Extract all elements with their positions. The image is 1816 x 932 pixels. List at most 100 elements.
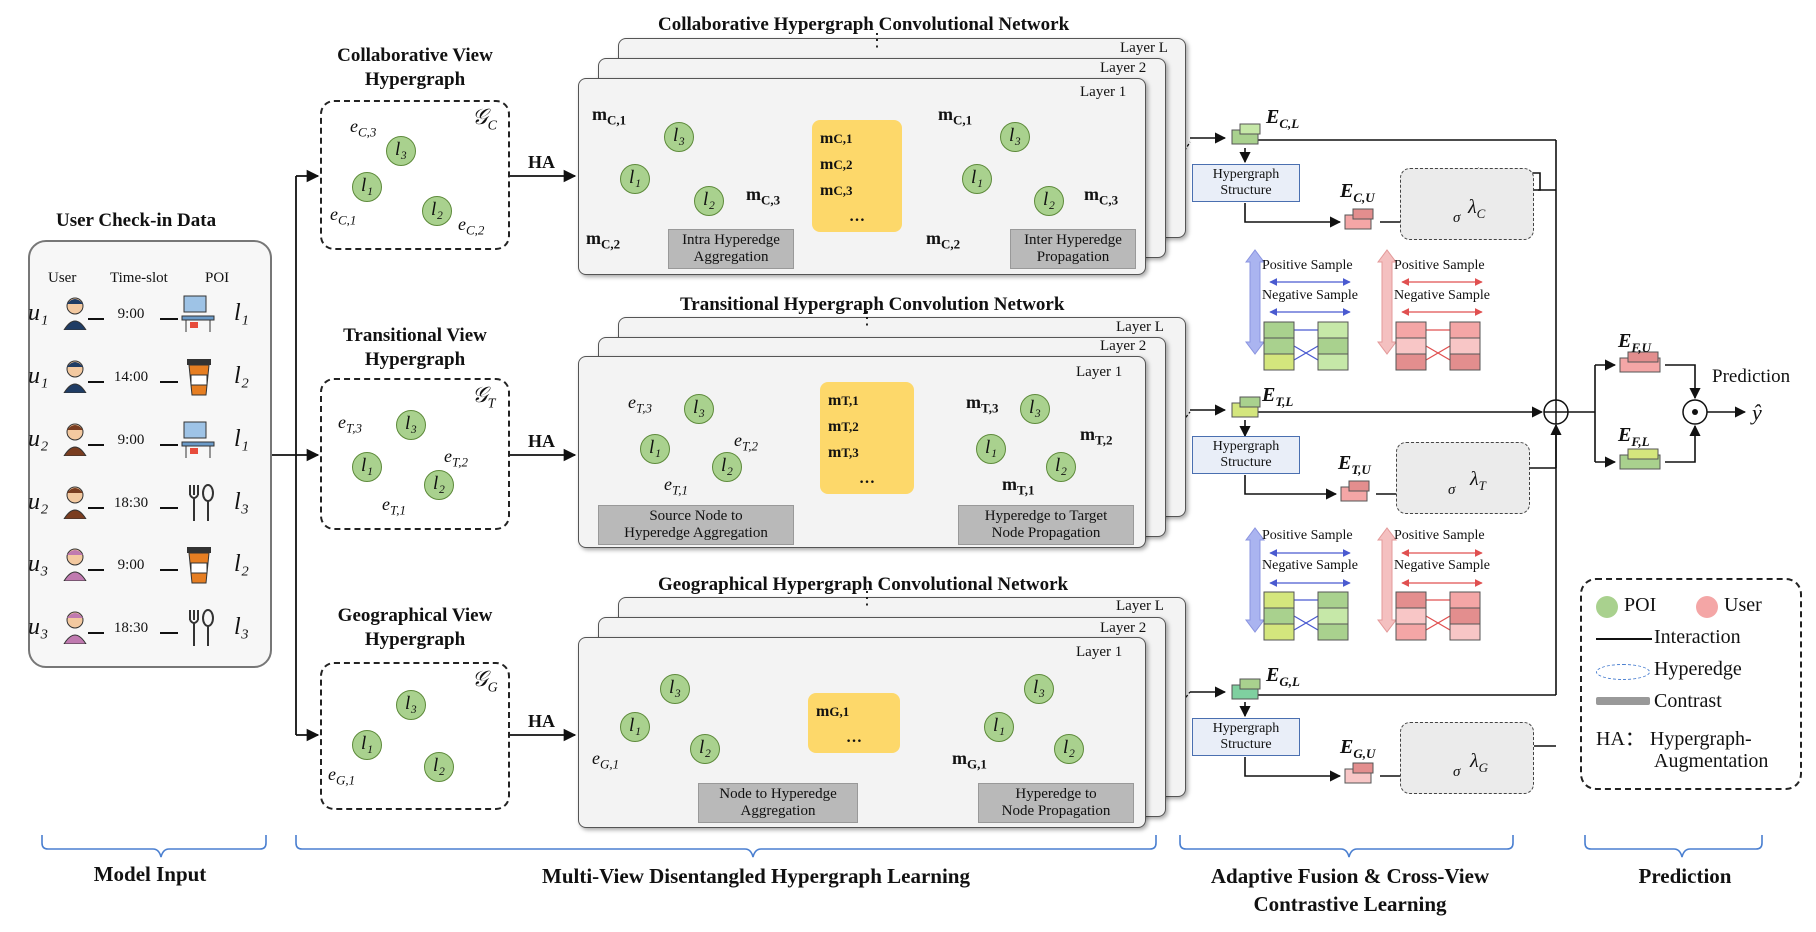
user-avatar-icon — [62, 359, 88, 398]
input-branch-lines — [270, 169, 320, 742]
geo-vdots: ⋮ — [858, 588, 876, 608]
poi-restaurant-icon — [180, 483, 218, 528]
trans-edge-label-3: eT,3 — [338, 412, 363, 436]
collab-net-m1-label: mC,1 — [592, 104, 627, 128]
legend-poi: POI — [1624, 594, 1657, 616]
contrast-arrows — [1245, 249, 1397, 633]
legend-user: User — [1724, 594, 1762, 616]
geo-net-left-node-l1: l₁ — [620, 712, 650, 742]
user-avatar-icon — [62, 485, 88, 524]
poi-office-icon — [180, 294, 218, 339]
trans-net-e1-label: eT,1 — [664, 474, 689, 498]
checkin-poi: l₂ — [234, 363, 250, 389]
checkin-user: u₃ — [28, 551, 49, 577]
checkin-time: 9:00 — [117, 557, 145, 573]
geo-graph-symbol: 𝒢G — [472, 666, 498, 696]
geo-edge-label-1: eG,1 — [328, 764, 356, 788]
ha-arrows — [508, 169, 577, 742]
legend-user-swatch — [1696, 596, 1718, 618]
collab-edge-label-2: eC,2 — [458, 214, 485, 238]
neg-sample-label-3: Negative Sample — [1262, 558, 1359, 573]
geo-sigma: σ — [1453, 764, 1461, 780]
checkin-dash-left — [88, 507, 104, 509]
trans-gate-box — [1396, 442, 1530, 514]
poi-restaurant-icon — [180, 608, 218, 653]
trans-sigma: σ — [1448, 482, 1456, 498]
checkin-dash-left — [88, 381, 104, 383]
user-avatar-icon — [62, 610, 88, 649]
col-poi-header: POI — [205, 270, 230, 286]
trans-layer-1-label: Layer 1 — [1076, 364, 1123, 380]
e-fu-label: EF,U — [1618, 330, 1651, 355]
geo-view-box — [320, 662, 510, 810]
sample-arrows — [1269, 278, 1483, 587]
legend-hyperedge: Hyperedge — [1654, 658, 1742, 680]
e-gl-label: EG,L — [1266, 664, 1300, 689]
checkin-dash-left — [88, 318, 104, 320]
e-cl-label: EC,L — [1266, 106, 1300, 131]
checkin-dash-left — [88, 632, 104, 634]
checkin-poi: l₃ — [234, 489, 250, 515]
collab-gate-box — [1400, 168, 1534, 240]
checkin-poi: l₁ — [234, 300, 250, 326]
user-avatar-icon — [62, 296, 88, 335]
legend-interaction: Interaction — [1654, 626, 1741, 648]
trans-view-node-l2: l₂ — [424, 470, 454, 500]
trans-net-left-node-l3: l₃ — [684, 394, 714, 424]
trans-layer-2-label: Layer 2 — [1100, 338, 1147, 354]
legend-contrast-arrow — [1596, 697, 1650, 705]
geo-layer-L-label: Layer L — [1116, 598, 1164, 614]
geo-lambda: λG — [1470, 750, 1489, 775]
collab-net-right-node-l1: l₁ — [962, 164, 992, 194]
trans-layer-L-label: Layer L — [1116, 319, 1164, 335]
neg-sample-label-2: Negative Sample — [1394, 288, 1491, 303]
checkin-time: 18:30 — [113, 495, 149, 511]
checkin-user: u₃ — [28, 614, 49, 640]
ha-label-trans: HA — [528, 431, 555, 451]
collab-edge-label-1: eC,1 — [330, 204, 357, 228]
checkin-dash-right — [160, 632, 178, 634]
input-title: User Check-in Data — [56, 210, 217, 231]
pos-sample-label-3: Positive Sample — [1262, 528, 1353, 543]
checkin-dash-right — [160, 507, 178, 509]
neg-sample-label-1: Negative Sample — [1262, 288, 1359, 303]
prediction-label: Prediction — [1712, 366, 1791, 387]
collab-net-m1r-label: mC,1 — [938, 104, 973, 128]
legend-contrast: Contrast — [1654, 690, 1722, 712]
trans-net-right-node-l1: l₁ — [976, 434, 1006, 464]
checkin-time: 9:00 — [117, 432, 145, 448]
collab-net-left-node-l2: l₂ — [694, 186, 724, 216]
embedding-chips — [1231, 123, 1661, 784]
dot-product-symbol — [1692, 409, 1698, 415]
trans-net-m1-label: mT,1 — [1002, 474, 1035, 498]
section-model-input: Model Input — [93, 862, 207, 886]
collab-graph-symbol: 𝒢C — [472, 104, 498, 134]
geo-net-right-node-l1: l₁ — [984, 712, 1014, 742]
col-time-header: Time-slot — [110, 270, 168, 286]
fusion-lines — [1190, 132, 1747, 782]
trans-lambda: λT — [1470, 468, 1486, 493]
collab-layer-2-label: Layer 2 — [1100, 60, 1147, 76]
geo-view-node-l1: l₁ — [352, 730, 382, 760]
collab-layer-1-label: Layer 1 — [1080, 84, 1127, 100]
poi-coffee-icon — [180, 357, 218, 402]
checkin-dash-right — [160, 444, 178, 446]
checkin-dash-left — [88, 569, 104, 571]
collab-layer-L-label: Layer L — [1120, 40, 1168, 56]
trans-view-node-l3: l₃ — [396, 410, 426, 440]
trans-net-e3-label: eT,3 — [628, 392, 653, 416]
collab-edge-label-3: eC,3 — [350, 116, 377, 140]
trans-net-left-node-l2: l₂ — [712, 452, 742, 482]
